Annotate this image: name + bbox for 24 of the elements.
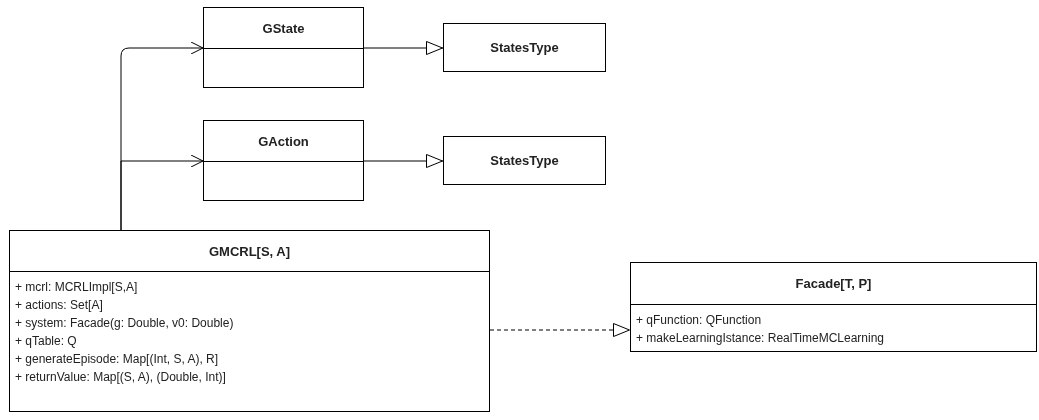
class-name: StatesType <box>489 39 560 57</box>
class-member: + qTable: Q <box>15 333 78 350</box>
class-name: Facade[T, P] <box>631 263 1036 305</box>
realization-arrow <box>489 323 631 337</box>
class-box <box>443 136 606 185</box>
class-box <box>9 230 490 412</box>
class-member: + qFunction: QFunction <box>636 312 763 329</box>
class-name: GState <box>204 8 363 49</box>
class-box <box>443 23 606 72</box>
class-member: + makeLearningIstance: RealTimeMCLearning <box>636 330 885 347</box>
class-name: GAction <box>204 121 363 162</box>
class-member: + actions: Set[A] <box>15 297 104 314</box>
association-arrow <box>120 154 204 231</box>
class-box <box>203 120 364 201</box>
class-member: + returnValue: Map[(S, A), (Double, Int)] <box>15 369 227 386</box>
generalization-arrow <box>363 154 444 168</box>
class-member: + generateEpisode: Map[(Int, S, A), R] <box>15 351 220 368</box>
class-box <box>203 7 364 88</box>
class-name: StatesType <box>489 152 560 170</box>
class-name: GMCRL[S, A] <box>10 231 489 272</box>
generalization-arrow <box>363 41 444 55</box>
class-member: + mcrl: MCRLImpl[S,A] <box>15 279 139 296</box>
class-member: + system: Facade(g: Double, v0: Double) <box>15 315 235 332</box>
class-box <box>630 262 1037 352</box>
